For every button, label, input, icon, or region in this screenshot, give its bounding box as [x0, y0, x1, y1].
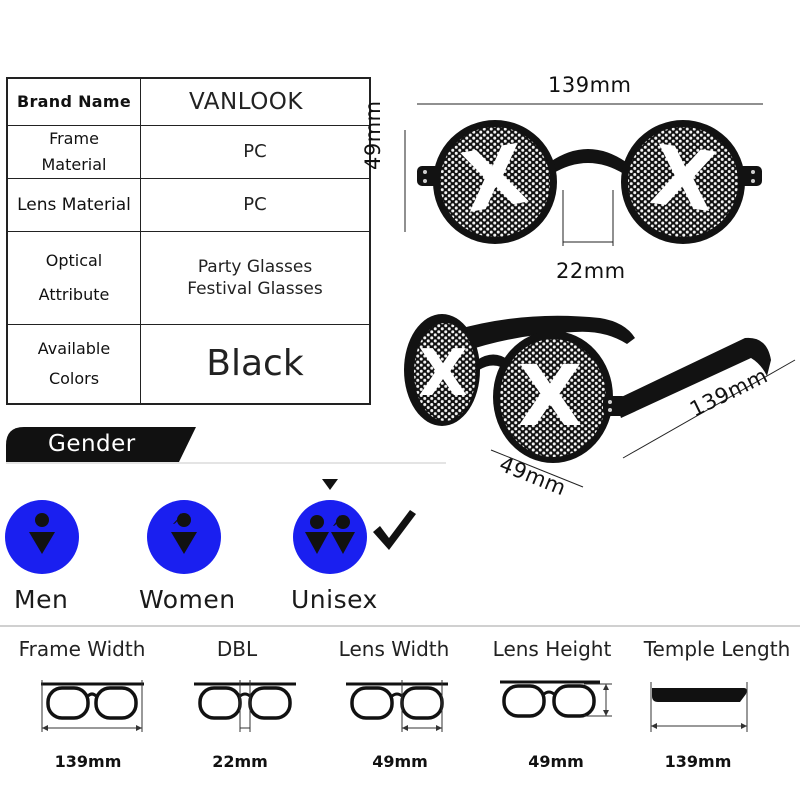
bridge-label: 22mm — [556, 259, 626, 283]
temple-length-icon — [650, 682, 748, 732]
brand-name-label: Brand Name — [6, 77, 141, 126]
spec-table: Brand Name VANLOOK Frame Material PC Len… — [6, 77, 371, 405]
woman-icon — [171, 513, 197, 554]
measure-lens-height-value: 49mm — [528, 752, 584, 771]
spec-row-brand: Brand Name VANLOOK — [6, 77, 371, 126]
brand-name-value: VANLOOK — [140, 77, 371, 126]
lens-width-glasses-icon — [346, 680, 448, 732]
spec-row-optical-attribute: Optical Attribute Party Glasses Festival… — [6, 230, 371, 325]
gender-option-men[interactable] — [5, 500, 79, 574]
spec-row-available-colors: Available Colors Black — [6, 323, 371, 405]
frame-material-label-line2: Material — [41, 154, 107, 174]
frame-material-label-line1: Frame — [49, 128, 99, 148]
angled-lens-line — [490, 449, 584, 488]
available-colors-label-line1: Available — [37, 338, 111, 358]
available-colors-label-line2: Colors — [48, 368, 100, 388]
angled-glasses: X X — [404, 314, 771, 463]
gender-label-women: Women — [139, 585, 236, 614]
section-divider — [0, 625, 800, 627]
temple-line — [622, 359, 796, 459]
checkmark-icon — [373, 510, 416, 550]
lens-material-label: Lens Material — [6, 177, 141, 232]
front-height-label: 49mm — [361, 100, 385, 170]
angled-view-diagram: X X — [404, 314, 796, 488]
lens-material-value: PC — [140, 177, 371, 232]
optical-attribute-value-line2: Festival Glasses — [187, 278, 323, 299]
measure-lens-height-title: Lens Height — [492, 637, 612, 661]
measure-temple-length-value: 139mm — [664, 752, 732, 771]
svg-text:X: X — [518, 347, 583, 445]
measure-lens-width-title: Lens Width — [338, 637, 450, 661]
measure-frame-width-value: 139mm — [54, 752, 122, 771]
optical-attribute-value: Party Glasses Festival Glasses — [140, 230, 371, 325]
selected-indicator-icon — [322, 479, 338, 490]
front-view-diagram: X X — [404, 103, 763, 246]
lens-height-glasses-icon — [500, 680, 612, 718]
available-colors-label: Available Colors — [6, 323, 141, 405]
gender-underline — [6, 462, 446, 464]
optical-attribute-value-line1: Party Glasses — [197, 256, 313, 277]
measure-lens-width-value: 49mm — [372, 752, 428, 771]
measure-dbl-value: 22mm — [212, 752, 268, 771]
measure-frame-width-title: Frame Width — [18, 637, 146, 661]
svg-text:X: X — [645, 128, 721, 231]
front-width-label: 139mm — [548, 73, 632, 97]
gender-banner — [6, 427, 196, 464]
front-glasses: X X — [417, 120, 762, 244]
svg-text:X: X — [418, 337, 467, 411]
optical-attribute-label-line2: Attribute — [38, 284, 110, 304]
gender-option-unisex[interactable] — [293, 500, 367, 574]
gender-label-unisex: Unisex — [291, 585, 378, 614]
frame-material-label: Frame Material — [6, 124, 141, 179]
frame-width-glasses-icon — [41, 680, 144, 732]
available-colors-value: Black — [140, 323, 371, 405]
frame-material-value: PC — [140, 124, 371, 179]
unisex-icon — [305, 515, 355, 554]
gender-label-men: Men — [14, 585, 69, 614]
measure-temple-length-title: Temple Length — [643, 637, 791, 661]
measure-dbl-title: DBL — [216, 637, 258, 661]
man-icon — [29, 513, 55, 554]
dbl-glasses-icon — [194, 680, 296, 732]
optical-attribute-label: Optical Attribute — [6, 230, 141, 325]
spec-row-lens-material: Lens Material PC — [6, 177, 371, 232]
gender-title: Gender — [48, 431, 136, 457]
spec-row-frame-material: Frame Material PC — [6, 124, 371, 179]
gender-option-women[interactable] — [147, 500, 221, 574]
optical-attribute-label-line1: Optical — [45, 250, 103, 270]
